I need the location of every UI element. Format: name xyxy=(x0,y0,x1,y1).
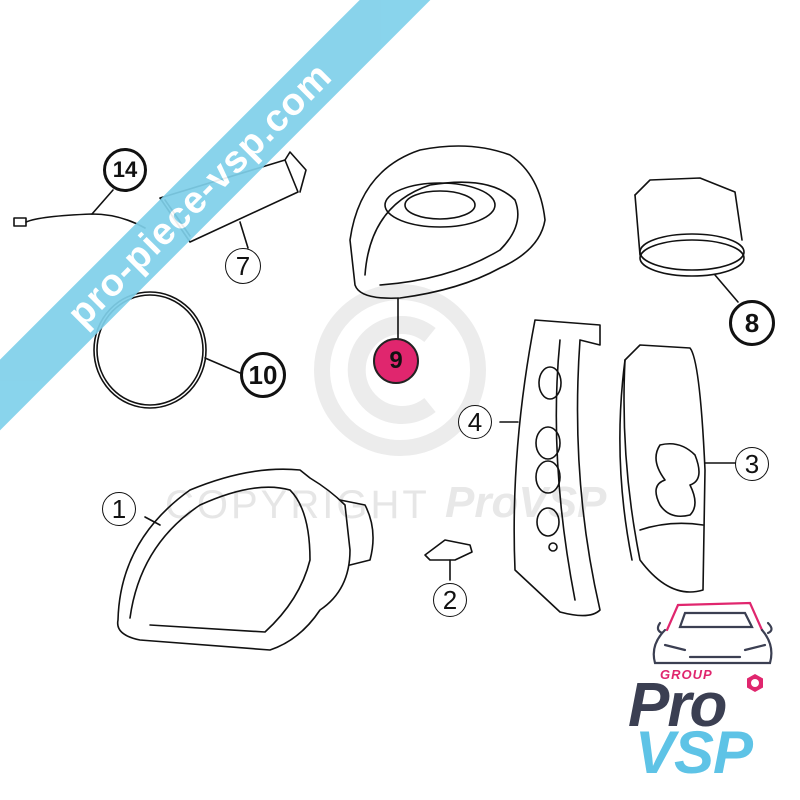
part-10-ring xyxy=(93,291,241,409)
logo-vsp-text: VSP xyxy=(635,719,753,786)
callout-14: 14 xyxy=(103,148,147,192)
part-9-housing xyxy=(349,145,546,344)
hex-nut-icon xyxy=(747,674,763,692)
callout-7: 7 xyxy=(225,248,261,284)
copyright-watermark-brand: ProVSP xyxy=(445,478,607,527)
callout-3: 3 xyxy=(735,447,769,481)
part-14-wiring xyxy=(13,189,146,229)
part-1-headlamp xyxy=(116,468,374,651)
callout-4: 4 xyxy=(458,405,492,439)
callout-1: 1 xyxy=(102,492,136,526)
logo-pro-text: Pro xyxy=(628,671,727,740)
provsp-logo: GROUP Pro VSP xyxy=(610,585,790,783)
part-3-tail-lamp xyxy=(619,344,741,593)
part-4-tail-lamp xyxy=(499,319,601,617)
callout-8: 8 xyxy=(729,300,775,346)
part-2-clip xyxy=(424,539,473,581)
callout-2: 2 xyxy=(433,583,467,617)
logo-group-label: GROUP xyxy=(660,667,713,682)
copyright-watermark-text: COPYRIGHT xyxy=(165,483,430,527)
part-8-round-lamp xyxy=(634,177,745,303)
callout-10: 10 xyxy=(240,352,286,398)
callout-9-highlighted: 9 xyxy=(373,338,419,384)
car-front-icon xyxy=(652,601,773,665)
